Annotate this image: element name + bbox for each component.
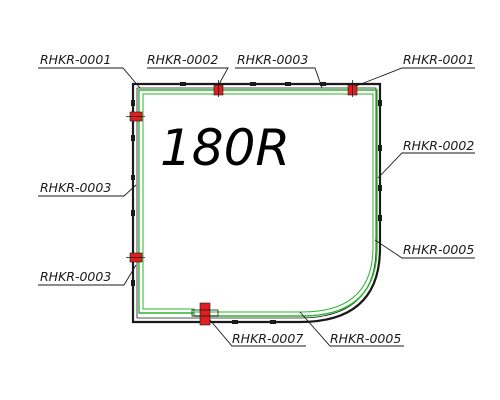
label-top-left-1: RHKR-0001 [40,52,111,67]
label-right-1: RHKR-0002 [403,138,474,153]
leader-lines [38,67,475,347]
enclosure-frame-outer [131,82,382,324]
fitting-top-right [347,80,358,97]
fitting-left-upper [126,111,145,122]
label-right-2: RHKR-0005 [403,242,474,257]
fitting-top-center [213,80,224,97]
fitting-left-lower [126,252,145,263]
label-top-left-2: RHKR-0002 [147,52,218,67]
glass-panel-outer [138,89,378,317]
glass-panel-inner [142,93,374,313]
label-bottom-1: RHKR-0007 [232,331,303,346]
model-number: 180R [160,119,290,177]
label-top-right-1: RHKR-0001 [403,52,474,67]
label-left-2: RHKR-0003 [40,269,111,284]
label-bottom-2: RHKR-0005 [330,331,401,346]
label-top-left-3: RHKR-0003 [237,52,308,67]
profile-details [131,82,382,324]
label-left-1: RHKR-0003 [40,180,111,195]
fitting-bottom-hinge [191,302,219,326]
